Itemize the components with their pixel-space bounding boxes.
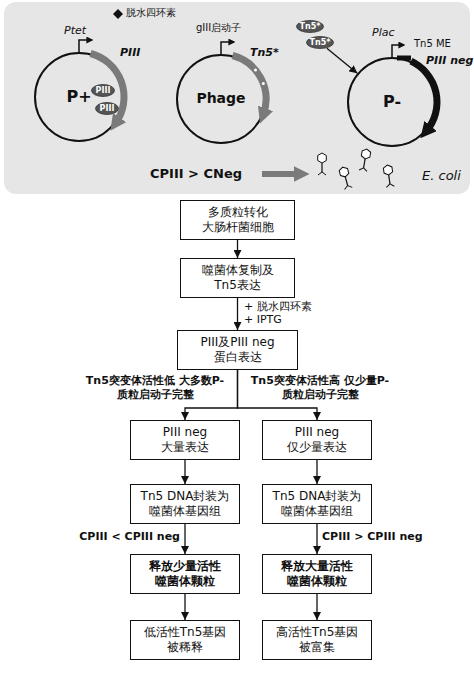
process-box: PIII neg 仅少量表达 [262, 420, 372, 460]
organism-name: E. coli [422, 168, 461, 184]
promoter-name: Plac [372, 26, 394, 40]
process-box: PIII及PIII neg 蛋白表达 [177, 330, 298, 370]
flow-arrow [184, 460, 185, 484]
protein-name: Tn5* [310, 38, 331, 48]
flow-arrow [184, 524, 185, 554]
inducer-name: 脱水四环素 [126, 7, 176, 20]
promoter-name: Ptet [64, 24, 86, 38]
process-box: PIII neg 大量表达 [130, 420, 240, 460]
plasmid-name: P- [383, 92, 401, 112]
box-text: 释放少量活性 噬菌体颗粒 [140, 559, 230, 589]
protein-shape [297, 21, 324, 33]
inducer-note: + IPTG [244, 313, 282, 327]
gene-name: Tn5* [250, 46, 279, 60]
protein-oval: Tn5* [296, 20, 324, 33]
result-box: 释放大量活性 噬菌体颗粒 [262, 554, 372, 594]
box-text: PIII neg 仅少量表达 [281, 425, 353, 455]
process-box: 多质粒转化 大肠杆菌细胞 [180, 200, 295, 240]
promoter-name: gIII启动子 [196, 22, 241, 35]
flow-arrow [316, 460, 317, 484]
box-text: 低活性Tn5基因 被稀释 [140, 625, 230, 655]
flow-arrow [316, 524, 317, 554]
edge-label: CPIII > CPIII neg [322, 530, 442, 544]
protein-shape [96, 103, 119, 115]
plasmid-name: P+ [66, 87, 91, 107]
plasmid-outline [348, 58, 436, 146]
protein-name: PIII [100, 104, 115, 114]
protein-name: PIII [96, 86, 111, 96]
plasmid-name: Phage [196, 90, 245, 108]
process-box: Tn5 DNA封装为 噬菌体基因组 [130, 484, 240, 524]
gene-name: PIII neg [426, 54, 473, 68]
flow-arrow [237, 298, 238, 330]
protein-oval: PIII [91, 84, 115, 97]
plasmid-circle: Phage [176, 54, 266, 144]
flow-arrow [237, 240, 238, 258]
result-box: 释放少量活性 噬菌体颗粒 [130, 554, 240, 594]
flow-arrow [184, 594, 185, 620]
concentration-relation: CPIII > CNeg [150, 166, 242, 182]
outcome-box: 高活性Tn5基因 被富集 [262, 620, 372, 660]
plasmid-outline [35, 53, 123, 141]
gene-name: PIII [120, 46, 140, 60]
protein-oval: Tn5* [306, 36, 334, 49]
box-text: PIII及PIII neg 蛋白表达 [185, 335, 290, 365]
box-text: Tn5 DNA封装为 噬菌体基因组 [135, 489, 235, 519]
protein-shape [307, 37, 334, 49]
plasmid-circle: P- [347, 57, 437, 147]
box-text: 噬菌体复制及 Tn5表达 [193, 263, 283, 293]
edge-label: Tn5突变体活性低 大多数P-质粒启动子完整 [85, 374, 225, 402]
flow-arrow [316, 594, 317, 620]
protein-shape [92, 85, 115, 97]
plasmid-circle: P+ [34, 52, 124, 142]
box-text: Tn5 DNA封装为 噬菌体基因组 [267, 489, 367, 519]
protein-oval: PIII [95, 102, 119, 115]
edge-label: Tn5突变体活性高 仅少量P-质粒启动子完整 [250, 374, 390, 402]
box-text: PIII neg 大量表达 [149, 425, 221, 455]
process-box: 噬菌体复制及 Tn5表达 [180, 258, 295, 298]
element-name: Tn5 ME [414, 38, 451, 51]
inducer-note: + 脱水四环素 [244, 300, 312, 314]
protein-name: Tn5* [300, 22, 321, 32]
outcome-box: 低活性Tn5基因 被稀释 [130, 620, 240, 660]
edge-label: CPIII < CPIII neg [60, 530, 180, 544]
plasmid-outline [177, 55, 265, 143]
box-text: 多质粒转化 大肠杆菌细胞 [193, 205, 283, 235]
process-box: Tn5 DNA封装为 噬菌体基因组 [262, 484, 372, 524]
box-text: 释放大量活性 噬菌体颗粒 [272, 559, 362, 589]
box-text: 高活性Tn5基因 被富集 [272, 625, 362, 655]
